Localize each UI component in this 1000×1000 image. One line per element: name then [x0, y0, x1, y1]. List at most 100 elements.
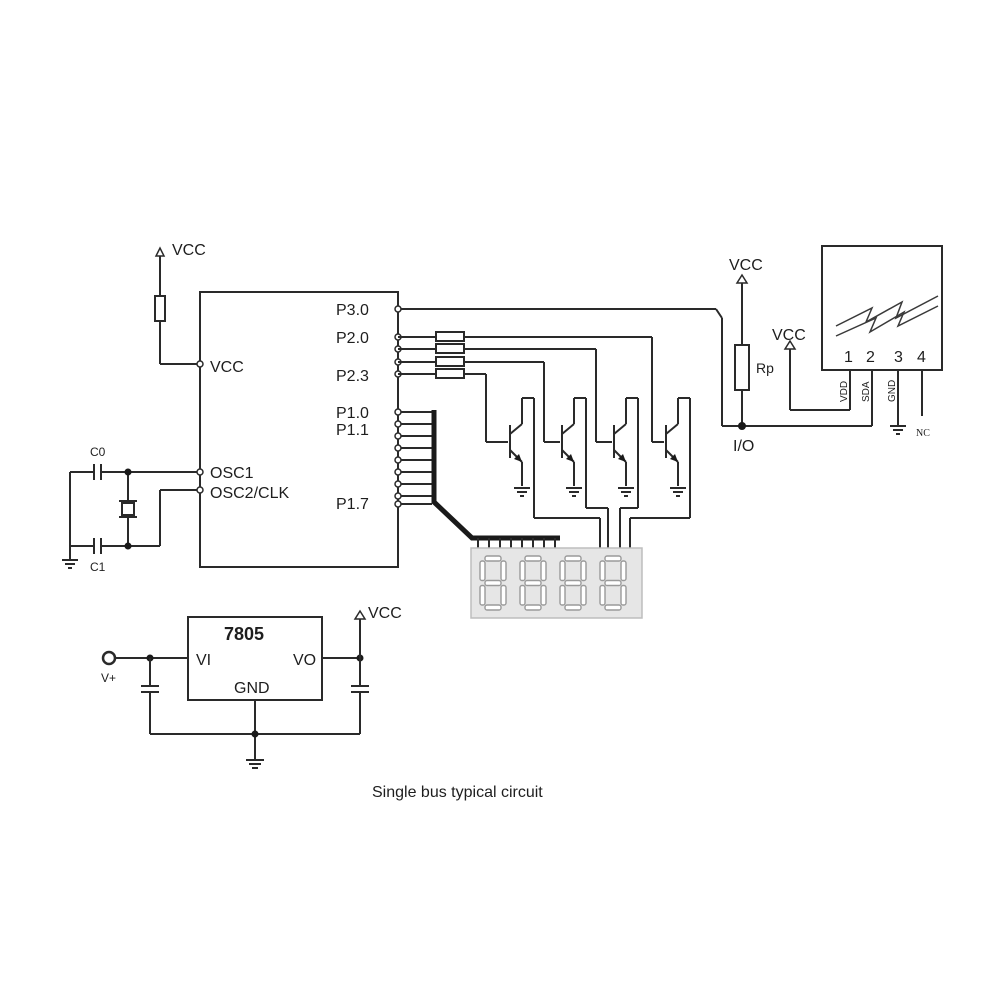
sensor-module	[783, 245, 943, 435]
segment-bus	[394, 408, 560, 548]
pin3-label: 3	[894, 349, 903, 366]
vcc-arrow-icon	[783, 339, 797, 350]
display-segment	[500, 560, 507, 582]
vcc-arrow-icon	[154, 246, 166, 257]
ground-icon	[514, 487, 530, 497]
digit-select-lines	[534, 507, 690, 548]
vplus-label: V+	[101, 671, 116, 685]
display-digit	[479, 555, 507, 611]
vcc-pin-label: VCC	[210, 359, 244, 376]
c1-label: C1	[90, 560, 106, 574]
display-segment	[604, 579, 622, 587]
vdd-label: VDD	[839, 381, 850, 402]
ground-icon	[670, 487, 686, 497]
display-digit	[559, 555, 587, 611]
crystal	[121, 502, 135, 516]
osc2-label: OSC2/CLK	[210, 485, 289, 502]
display-digit	[519, 555, 547, 611]
display-segment	[564, 555, 582, 562]
vcc-rp-label: VCC	[729, 257, 763, 274]
display-segment	[599, 560, 606, 582]
ground-icon	[62, 559, 78, 569]
ground-icon	[618, 487, 634, 497]
display-segment	[484, 604, 502, 611]
c0-label: C0	[90, 445, 106, 459]
pin2-label: 2	[866, 349, 875, 366]
base-resistor	[435, 343, 465, 354]
display-segment	[604, 604, 622, 611]
transistor-1	[509, 397, 535, 518]
sda-label: SDA	[861, 381, 872, 402]
osc1-label: OSC1	[210, 465, 254, 482]
display-segment	[484, 579, 502, 587]
display-segment	[559, 560, 566, 582]
display-segment	[564, 579, 582, 587]
nc-label: NC	[916, 428, 930, 439]
ground-icon	[890, 425, 906, 435]
p10-label: P1.0	[336, 405, 369, 422]
display-segment	[580, 584, 587, 606]
p17-label: P1.7	[336, 496, 369, 513]
display-segment	[604, 555, 622, 562]
display-segment	[500, 584, 507, 606]
vplus-terminal	[101, 650, 117, 666]
display-segment	[519, 560, 526, 582]
display-digit	[599, 555, 627, 611]
p2-resistor-lines	[394, 331, 664, 443]
transistor-3	[613, 397, 639, 508]
display-segment	[479, 560, 486, 582]
p11-label: P1.1	[336, 422, 369, 439]
single-bus-line	[394, 305, 870, 427]
display-segment	[564, 604, 582, 611]
transistor-2	[561, 397, 587, 508]
vcc-arrow-icon	[735, 273, 749, 284]
vcc-sensor-label: VCC	[772, 327, 806, 344]
regulator-name: 7805	[224, 624, 264, 644]
pin4-label: 4	[917, 349, 926, 366]
oscillator-circuit	[62, 464, 204, 569]
io-label: I/O	[733, 438, 754, 455]
display-segment	[620, 584, 627, 606]
p23-label: P2.3	[336, 368, 369, 385]
regulator-7805	[187, 616, 323, 701]
reg-gnd-label: GND	[234, 680, 270, 697]
vcc-supply-top	[154, 246, 204, 368]
rp-resistor-network	[734, 273, 750, 430]
seven-segment-display	[470, 547, 643, 619]
gnd-pin-label: GND	[887, 380, 898, 402]
display-segment	[484, 555, 502, 562]
base-resistor	[435, 331, 465, 342]
vcc-reg-label: VCC	[368, 605, 402, 622]
display-segment	[540, 584, 547, 606]
vo-label: VO	[293, 652, 316, 669]
display-segment	[519, 584, 526, 606]
display-segment	[620, 560, 627, 582]
p30-label: P3.0	[336, 302, 369, 319]
ground-icon	[566, 487, 582, 497]
caption: Single bus typical circuit	[372, 784, 543, 801]
pin1-label: 1	[844, 349, 853, 366]
transistor-4	[665, 397, 691, 518]
vi-label: VI	[196, 652, 211, 669]
display-segment	[580, 560, 587, 582]
base-resistor	[435, 356, 465, 367]
display-segment	[524, 555, 542, 562]
vcc-top-label: VCC	[172, 242, 206, 259]
sensor-body	[821, 245, 943, 371]
rp-resistor	[734, 344, 750, 391]
regulator-circuit	[101, 609, 369, 769]
display-segment	[599, 584, 606, 606]
vcc-arrow-icon	[353, 609, 367, 620]
ground-icon	[246, 759, 264, 769]
display-segment	[540, 560, 547, 582]
display-segment	[524, 579, 542, 587]
base-resistor	[435, 368, 465, 379]
display-segment	[559, 584, 566, 606]
mcu-chip	[199, 291, 399, 568]
pullup-resistor	[154, 295, 166, 322]
p20-label: P2.0	[336, 330, 369, 347]
rp-label: Rp	[756, 360, 774, 376]
display-segment	[524, 604, 542, 611]
